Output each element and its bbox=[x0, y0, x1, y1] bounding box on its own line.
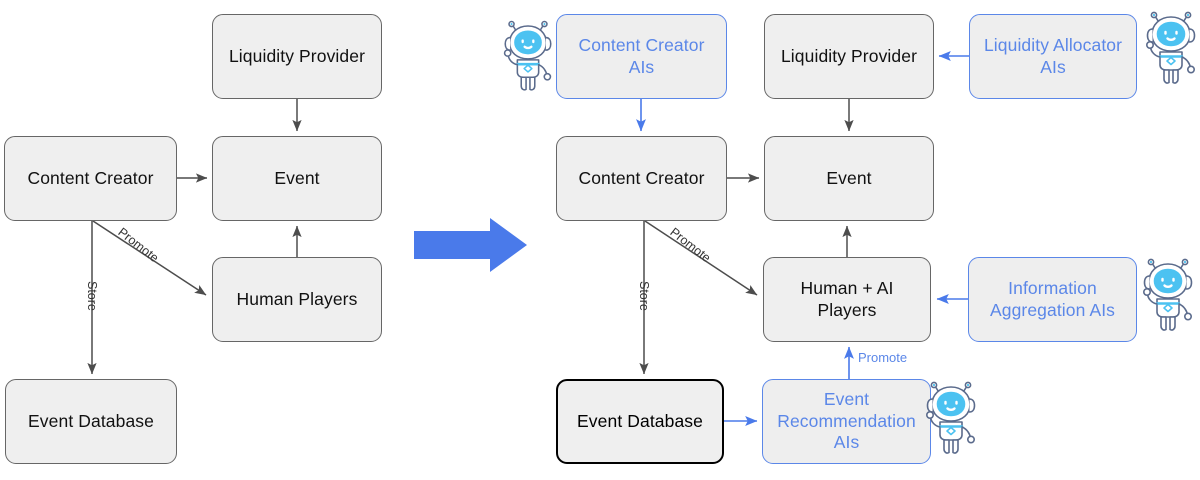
node-liquidity-provider-right[interactable]: Liquidity Provider bbox=[764, 14, 934, 99]
node-label: Liquidity Provider bbox=[228, 45, 366, 66]
robot-mascot-icon bbox=[1146, 11, 1196, 84]
edge-label-promote-up: Promote bbox=[858, 350, 908, 365]
node-label: Content Creator bbox=[578, 167, 705, 188]
node-label: Event Recommendation AIs bbox=[777, 388, 916, 453]
node-event-recommendation-ais[interactable]: Event Recommendation AIs bbox=[762, 379, 931, 464]
robot-mascot-icon bbox=[1143, 258, 1193, 331]
bot-event-recommendation-ais bbox=[920, 377, 982, 457]
transition-arrow-shape bbox=[414, 218, 527, 272]
node-liquidity-provider-left[interactable]: Liquidity Provider bbox=[212, 14, 382, 99]
node-event-left[interactable]: Event bbox=[212, 136, 382, 221]
node-label: Human + AI Players bbox=[800, 277, 894, 320]
edge-label-store-left: Store bbox=[85, 281, 99, 311]
node-human-ai-players[interactable]: Human + AI Players bbox=[763, 257, 931, 342]
edge-label-store-right: Store bbox=[637, 281, 651, 311]
node-event-database-right[interactable]: Event Database bbox=[556, 379, 724, 464]
node-label: Content Creator bbox=[27, 167, 154, 188]
robot-mascot-icon bbox=[503, 20, 552, 91]
node-content-creator-right[interactable]: Content Creator bbox=[556, 136, 727, 221]
node-label: Event Database bbox=[28, 410, 154, 431]
node-content-creator-ais[interactable]: Content Creator AIs bbox=[556, 14, 727, 99]
node-human-players-left[interactable]: Human Players bbox=[212, 257, 382, 342]
node-information-aggregation-ais[interactable]: Information Aggregation AIs bbox=[968, 257, 1137, 342]
node-event-database-left[interactable]: Event Database bbox=[5, 379, 177, 464]
bot-information-aggregation-ais bbox=[1137, 254, 1199, 334]
edge-label-promote-right: Promote bbox=[667, 225, 714, 266]
node-label: Human Players bbox=[236, 288, 358, 309]
node-label: Event bbox=[274, 167, 320, 188]
node-liquidity-allocator-ais[interactable]: Liquidity Allocator AIs bbox=[969, 14, 1137, 99]
bot-content-creator-ais bbox=[498, 16, 558, 94]
node-label: Content Creator AIs bbox=[578, 34, 705, 77]
node-event-right[interactable]: Event bbox=[764, 136, 934, 221]
node-label: Liquidity Provider bbox=[780, 45, 918, 66]
node-content-creator-left[interactable]: Content Creator bbox=[4, 136, 177, 221]
robot-mascot-icon bbox=[926, 381, 976, 454]
node-label: Event bbox=[826, 167, 872, 188]
node-label: Liquidity Allocator AIs bbox=[983, 34, 1123, 77]
node-label: Information Aggregation AIs bbox=[989, 277, 1116, 320]
edge-label-promote-left: Promote bbox=[115, 225, 162, 266]
bot-liquidity-allocator-ais bbox=[1140, 7, 1200, 87]
node-label: Event Database bbox=[577, 410, 703, 431]
